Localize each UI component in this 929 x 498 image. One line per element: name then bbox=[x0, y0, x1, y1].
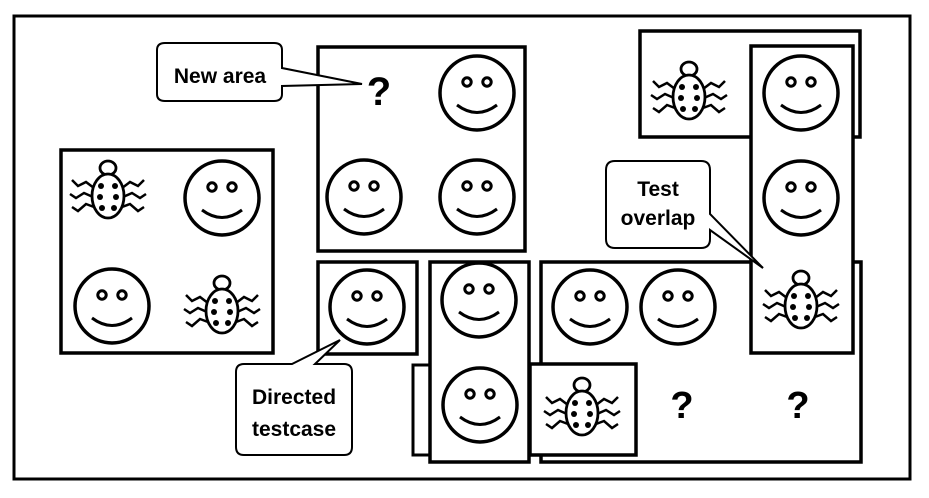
question-mark-icon: ? bbox=[786, 385, 809, 427]
callout-test-overlap-line1: Test bbox=[637, 178, 679, 201]
callout-directed-testcase: Directed testcase bbox=[235, 339, 353, 456]
callout-directed-line1: Directed bbox=[252, 386, 336, 409]
callout-test-overlap-line2: overlap bbox=[621, 207, 696, 230]
callout-test-overlap: Test overlap bbox=[605, 160, 764, 269]
callout-new-area: New area bbox=[156, 42, 363, 102]
callout-directed-line2: testcase bbox=[252, 418, 336, 441]
question-mark-icon: ? bbox=[670, 385, 693, 427]
question-mark-icon: ? bbox=[367, 70, 391, 114]
callout-new-area-label: New area bbox=[174, 65, 267, 88]
